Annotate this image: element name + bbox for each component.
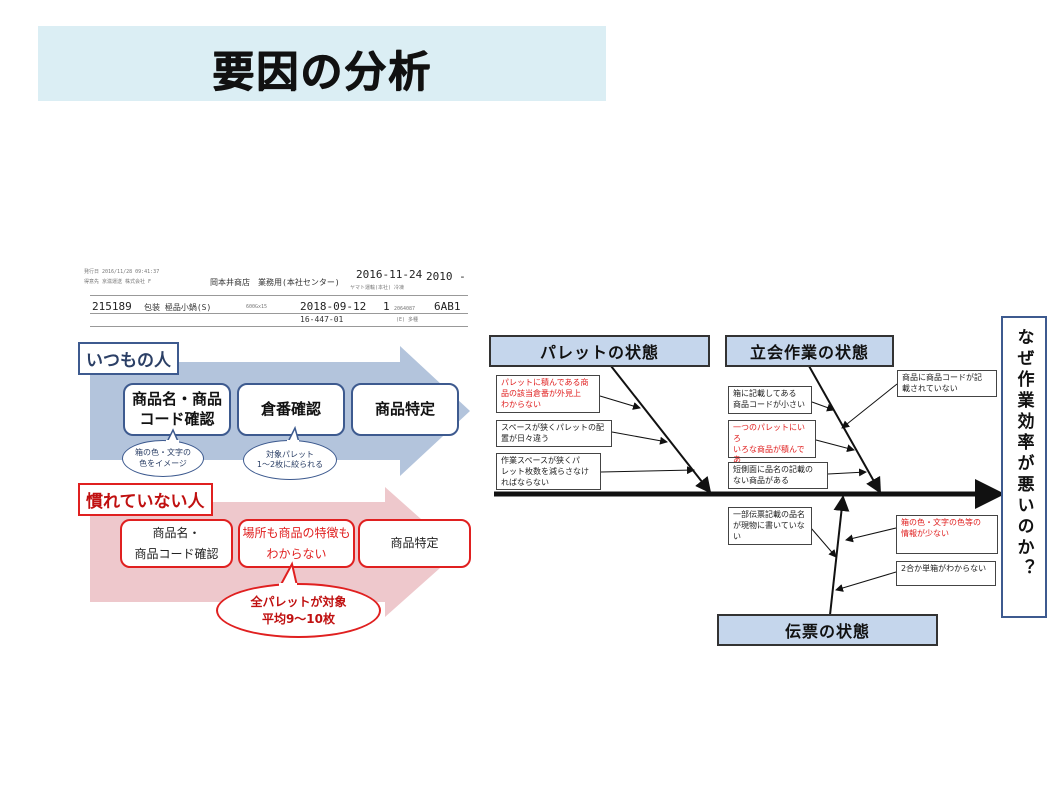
slip-rule [90, 326, 468, 327]
cause-pallet-reduce-count: 作業スペースが狭くパ レット枚数を減らさなけ ればならない [496, 453, 601, 490]
cause-slip-color-info-lacking: 箱の色・文字の色等の 情報が少ない [896, 515, 998, 554]
sub-bone [810, 527, 837, 558]
new-step-unknown-location: 場所も商品の特徴も わからない [238, 519, 355, 568]
new-step-product-identify: 商品特定 [358, 519, 471, 568]
page-title: 要因の分析 [211, 47, 432, 96]
sub-bone [611, 431, 668, 445]
cause-slip-box-type-unknown: 2合か単箱がわからない [896, 561, 996, 586]
slip-rule [90, 313, 468, 314]
slip-rule [90, 295, 468, 296]
slip-client: 得意先 京滋運送 株式会社 F [84, 279, 152, 285]
slip-ref: 16-447-01 [300, 315, 344, 324]
category-witness-work: 立会作業の状態 [725, 335, 894, 367]
sub-bone [811, 401, 835, 412]
usual-bubble-pallet-narrowed: 対象パレット 1～2枚に絞られる [243, 440, 337, 480]
sub-bone [599, 395, 641, 410]
slip-issue-date: 発行日 2016/11/28 09:41:37 [84, 269, 160, 275]
new-person-label: 慣れていない人 [78, 483, 213, 516]
category-slip: 伝票の状態 [717, 614, 938, 646]
slip-carrier: ヤマト運輸(本社) 冷凍 [350, 285, 405, 291]
new-step-product-code: 商品名・ 商品コード確認 [120, 519, 233, 568]
cause-witness-mixed-pallet: 一つのパレットにいろ いろな商品が積んであ り探しにくい [728, 420, 816, 475]
sub-bone [845, 527, 897, 543]
cause-slip-name-mismatch: 一部伝票記載の品名 が現物に書いていな い [728, 507, 812, 545]
slip-number: 2010 - [426, 270, 466, 283]
pointer-mask [287, 440, 299, 444]
effect-question: なぜ作業効率が悪いのか？ [1013, 328, 1034, 580]
usual-step-product-identify: 商品特定 [351, 383, 459, 436]
new-bubble-all-pallets: 全パレットが対象 平均9～10枚 [216, 583, 381, 638]
cause-pallet-layout-changes: スペースが狭くパレットの配 置が日々違う [496, 420, 612, 447]
bone-witness [808, 365, 881, 494]
usual-step-product-code: 商品名・商品 コード確認 [123, 383, 231, 436]
sub-bone [600, 466, 695, 475]
title-banner: 要因の分析 [38, 26, 606, 101]
slip-spec: 600Gx15 [246, 304, 268, 310]
delivery-slip-image: 発行日 2016/11/28 09:41:37 得意先 京滋運送 株式会社 F … [78, 266, 470, 340]
category-pallet: パレットの状態 [489, 335, 710, 367]
slip-store: 岡本井商店 業務用(本社センター) [210, 278, 340, 287]
pointer-mask [279, 583, 297, 588]
cause-witness-no-name: 短側面に品名の記載の ない商品がある [728, 462, 828, 489]
cause-witness-small-code: 箱に記載してある 商品コードが小さい [728, 386, 812, 414]
pointer-mask [166, 440, 179, 444]
usual-step-location-check: 倉番確認 [237, 383, 345, 436]
slip-qty: 1 [383, 300, 390, 313]
slip-ship-date: 2018-09-12 [300, 300, 367, 313]
slip-location: 6AB1 [434, 300, 461, 313]
sub-bone [835, 571, 897, 592]
slip-code: 215189 [92, 300, 132, 313]
slip-date: 2016-11-24 [356, 268, 423, 281]
bone-pallet [610, 365, 712, 494]
cause-pallet-location-unknown: パレットに積んである商 品の該当倉番が外見上 わからない [496, 375, 600, 413]
usual-person-label: いつもの人 [78, 342, 179, 375]
slip-product: 包装 極品小鍋(S) [144, 303, 212, 312]
cause-witness-no-code: 商品に商品コードが記 載されていない [897, 370, 997, 397]
sub-bone [815, 439, 855, 453]
slip-note: (E) 多種 [396, 317, 419, 323]
sub-bone [841, 383, 898, 429]
slip-lot: 2064087 [394, 306, 416, 312]
bone-slip [829, 495, 850, 616]
usual-bubble-color-image: 箱の色・文字の 色をイメージ [122, 440, 204, 477]
sub-bone [827, 468, 867, 477]
effect-box: なぜ作業効率が悪いのか？ [1001, 316, 1047, 618]
